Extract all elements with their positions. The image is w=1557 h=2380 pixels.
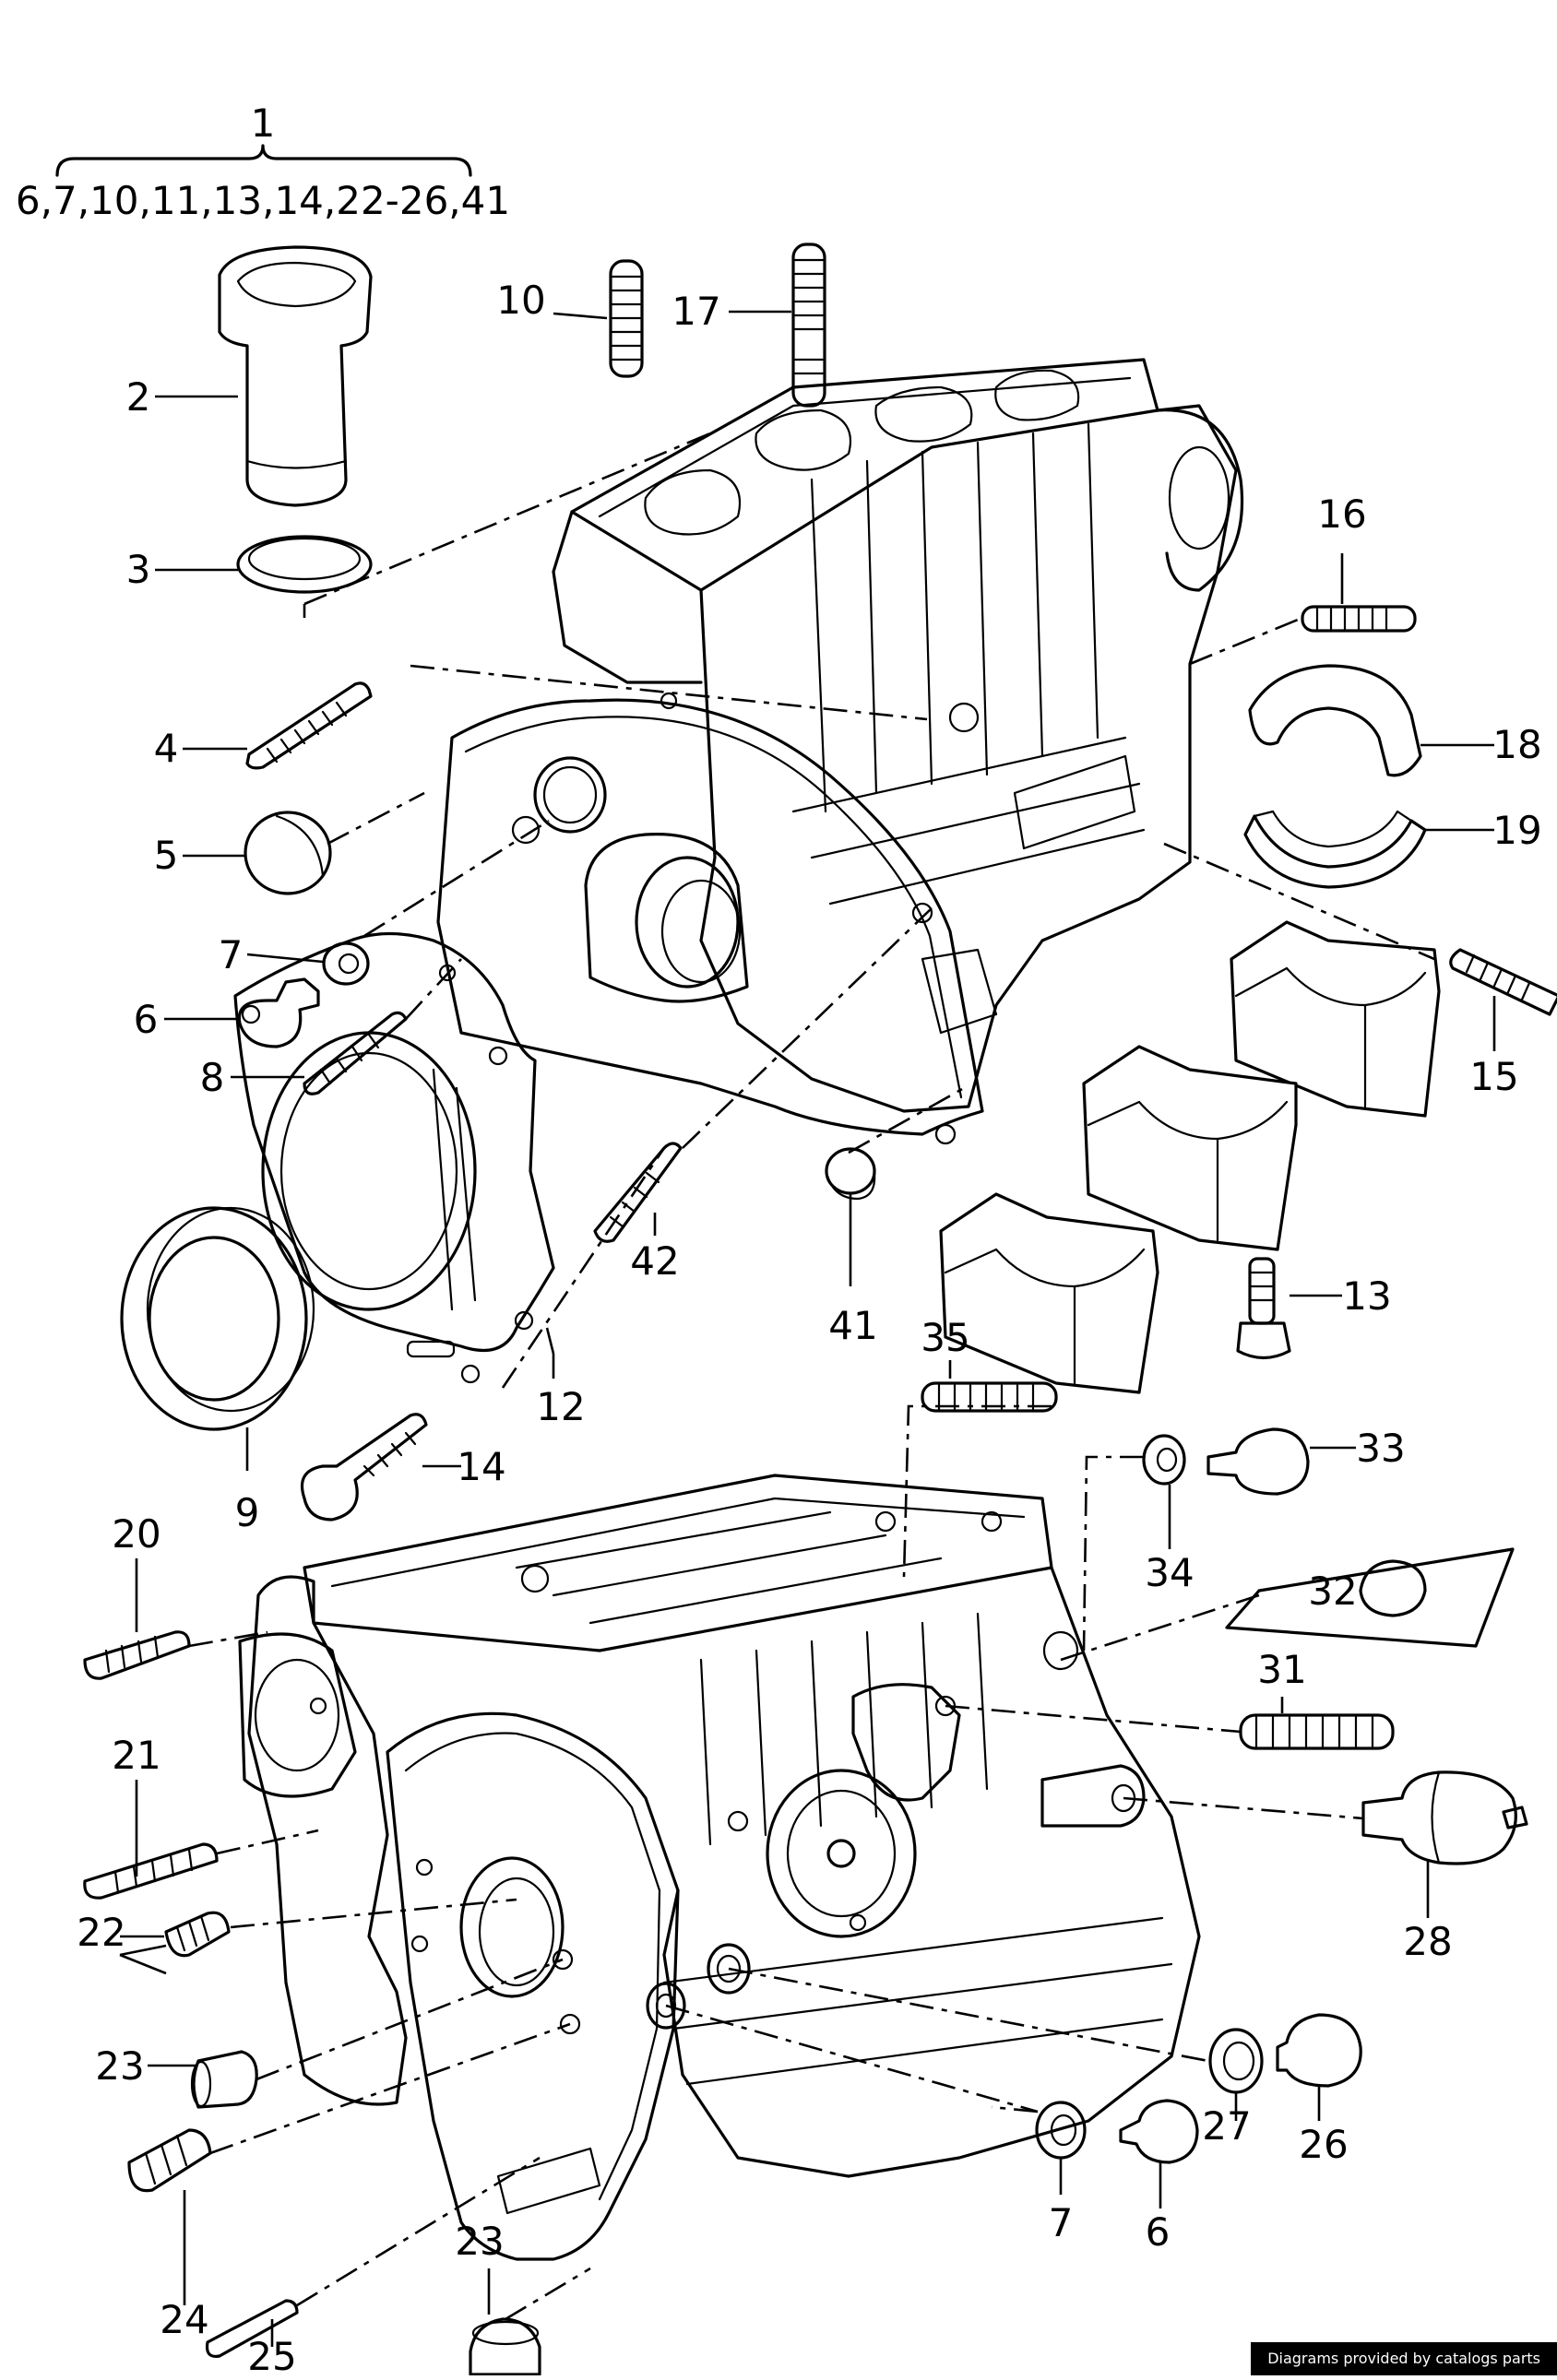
callout-18: 18 bbox=[1492, 722, 1541, 767]
plug-26 bbox=[1276, 2013, 1362, 2088]
callout-33: 33 bbox=[1356, 1426, 1405, 1471]
stud-35 bbox=[921, 1381, 1058, 1413]
callout-23-bottom: 23 bbox=[455, 2219, 504, 2264]
callout-4: 4 bbox=[154, 726, 179, 771]
plug-5 bbox=[244, 811, 332, 895]
stud-8 bbox=[303, 1011, 408, 1095]
assembly-contents: 6,7,10,11,13,14,22-26,41 bbox=[16, 178, 510, 223]
sleeve-24 bbox=[127, 2128, 212, 2193]
callout-26: 26 bbox=[1299, 2122, 1348, 2167]
rear-oil-seal-9 bbox=[120, 1206, 315, 1431]
bolt-13 bbox=[1236, 1257, 1291, 1360]
callout-16: 16 bbox=[1317, 491, 1366, 537]
plug-33 bbox=[1206, 1427, 1310, 1496]
assembly-brace bbox=[55, 144, 472, 177]
callout-41: 41 bbox=[828, 1303, 877, 1348]
callout-23-left: 23 bbox=[95, 2043, 144, 2089]
stud-17 bbox=[791, 243, 826, 408]
washer-34 bbox=[1142, 1434, 1186, 1486]
cylinder-liner bbox=[218, 245, 373, 507]
lower-engine-block bbox=[238, 1474, 1201, 2261]
washer-27 bbox=[1208, 2028, 1264, 2094]
plug-41 bbox=[825, 1147, 876, 1201]
callout-35: 35 bbox=[921, 1315, 969, 1360]
sleeve-22 bbox=[164, 1911, 231, 1958]
plug-6-top bbox=[237, 977, 320, 1048]
callout-20: 20 bbox=[112, 1511, 160, 1557]
callout-15: 15 bbox=[1469, 1054, 1518, 1099]
assembly-centerlines bbox=[188, 432, 1435, 2321]
upper-engine-block bbox=[436, 358, 1244, 1145]
stud-42 bbox=[593, 1142, 683, 1243]
callout-6-bottom: 6 bbox=[1146, 2209, 1171, 2255]
liner-seal-ring bbox=[236, 535, 373, 594]
bolt-14 bbox=[300, 1413, 428, 1522]
stud-31 bbox=[1239, 1713, 1395, 1750]
bearing-shell-19 bbox=[1243, 810, 1427, 889]
callout-8: 8 bbox=[200, 1055, 225, 1100]
callout-21: 21 bbox=[112, 1733, 160, 1778]
plug-6-bottom bbox=[1119, 2099, 1199, 2164]
pin-25 bbox=[205, 2299, 299, 2359]
callout-9: 9 bbox=[235, 1490, 260, 1535]
stud-15 bbox=[1449, 948, 1557, 1016]
stud-21 bbox=[83, 1842, 219, 1900]
stud-16 bbox=[1301, 605, 1417, 633]
leader-lines bbox=[119, 310, 1496, 2347]
callout-7-top: 7 bbox=[219, 932, 244, 977]
assembly-header: 1 6,7,10,11,13,14,22-26,41 bbox=[16, 101, 510, 223]
callout-labels: 2 3 4 5 7 6 8 9 10 12 13 14 15 16 17 18 … bbox=[77, 278, 1541, 2379]
callout-31: 31 bbox=[1257, 1647, 1306, 1692]
callout-19: 19 bbox=[1492, 808, 1541, 853]
stud-20 bbox=[83, 1630, 191, 1680]
callout-28: 28 bbox=[1403, 1919, 1452, 1964]
bearing-shell-18 bbox=[1248, 664, 1422, 777]
callout-34: 34 bbox=[1145, 1550, 1194, 1595]
rear-seal-flange-12 bbox=[233, 931, 555, 1384]
sender-28 bbox=[1361, 1770, 1528, 1865]
callout-5: 5 bbox=[154, 833, 179, 878]
callout-42: 42 bbox=[630, 1238, 679, 1284]
callout-25: 25 bbox=[247, 2334, 296, 2375]
dowel-23-bottom bbox=[469, 2317, 541, 2376]
callout-2: 2 bbox=[126, 374, 151, 420]
stud-10 bbox=[609, 259, 644, 378]
callout-7-bottom: 7 bbox=[1049, 2200, 1074, 2245]
assembly-number: 1 bbox=[251, 101, 276, 146]
dowel-23-left bbox=[190, 2050, 258, 2109]
callout-32: 32 bbox=[1308, 1569, 1357, 1614]
credit-badge: Diagrams provided by catalogs parts bbox=[1251, 2342, 1557, 2375]
callout-27: 27 bbox=[1202, 2103, 1251, 2149]
callout-17: 17 bbox=[672, 289, 720, 334]
callout-12: 12 bbox=[536, 1384, 585, 1429]
main-bearing-cap-c bbox=[939, 1192, 1159, 1394]
main-bearing-cap-b bbox=[1082, 1045, 1298, 1251]
callout-10: 10 bbox=[496, 278, 545, 323]
callout-22: 22 bbox=[77, 1910, 125, 1955]
main-bearing-cap-a bbox=[1230, 920, 1441, 1118]
callout-14: 14 bbox=[457, 1444, 505, 1489]
callout-24: 24 bbox=[160, 2297, 208, 2342]
cap-32 bbox=[1225, 1547, 1515, 1648]
callout-13: 13 bbox=[1342, 1273, 1391, 1319]
stud-4 bbox=[245, 681, 373, 770]
callout-3: 3 bbox=[126, 547, 151, 592]
callout-6-top: 6 bbox=[134, 997, 159, 1042]
